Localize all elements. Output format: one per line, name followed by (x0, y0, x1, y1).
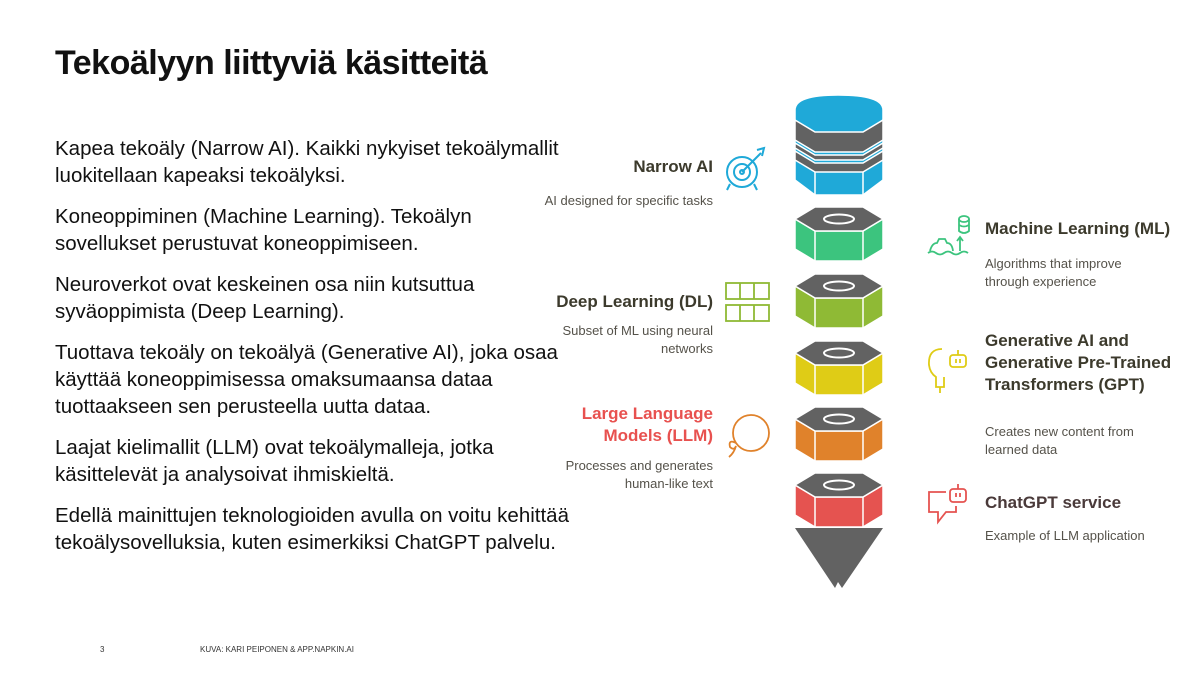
body-text: Kapea tekoäly (Narrow AI). Kaikki nykyis… (55, 135, 575, 570)
gen-ai-desc: Creates new content from learned data (985, 424, 1134, 457)
chat-robot-icon (928, 484, 967, 525)
gen-prism (793, 340, 885, 396)
slide-title: Tekoälyyn liittyviä käsitteitä (55, 44, 488, 82)
gen-ai-label: Generative AI and Generative Pre-Trained… (985, 331, 1172, 394)
pencil-tip (795, 528, 883, 588)
paragraph: Koneoppiminen (Machine Learning). Tekoäl… (55, 205, 472, 255)
page-number: 3 (100, 645, 105, 654)
ml-prism (793, 206, 885, 262)
chatgpt-desc: Example of LLM application (985, 528, 1145, 543)
dl-desc: Subset of ML using neural networks (562, 323, 713, 356)
gear-database-icon (927, 215, 970, 256)
lightbulb-robot-icon (928, 348, 967, 393)
llm-prism (793, 406, 885, 462)
paragraph: Tuottava tekoäly on tekoälyä (Generative… (55, 341, 558, 418)
llm-label: Large Language Models (LLM) (581, 404, 713, 445)
ml-label: Machine Learning (ML) (985, 219, 1171, 238)
target-icon (726, 146, 766, 191)
grid-icon (725, 282, 770, 322)
chat-prism (793, 472, 885, 528)
image-credit: KUVA: KARI PEIPONEN & APP.NAPKIN.AI (200, 645, 354, 654)
paragraph: Neuroverkot ovat keskeinen osa niin kuts… (55, 273, 475, 323)
llm-desc: Processes and generates human-like text (565, 458, 713, 491)
speech-loop-icon (728, 414, 770, 458)
narrow-ai-label: Narrow AI (633, 157, 713, 176)
paragraph: Laajat kielimallit (LLM) ovat tekoälymal… (55, 436, 494, 486)
dl-prism (793, 273, 885, 329)
chatgpt-label: ChatGPT service (985, 493, 1122, 512)
narrow-ai-cylinder (794, 94, 884, 196)
paragraph: Edellä mainittujen teknologioiden avulla… (55, 504, 569, 554)
ml-desc: Algorithms that improve through experien… (985, 256, 1122, 289)
paragraph: Kapea tekoäly (Narrow AI). Kaikki nykyis… (55, 137, 559, 187)
dl-label: Deep Learning (DL) (556, 292, 713, 311)
narrow-ai-desc: AI designed for specific tasks (544, 193, 713, 208)
